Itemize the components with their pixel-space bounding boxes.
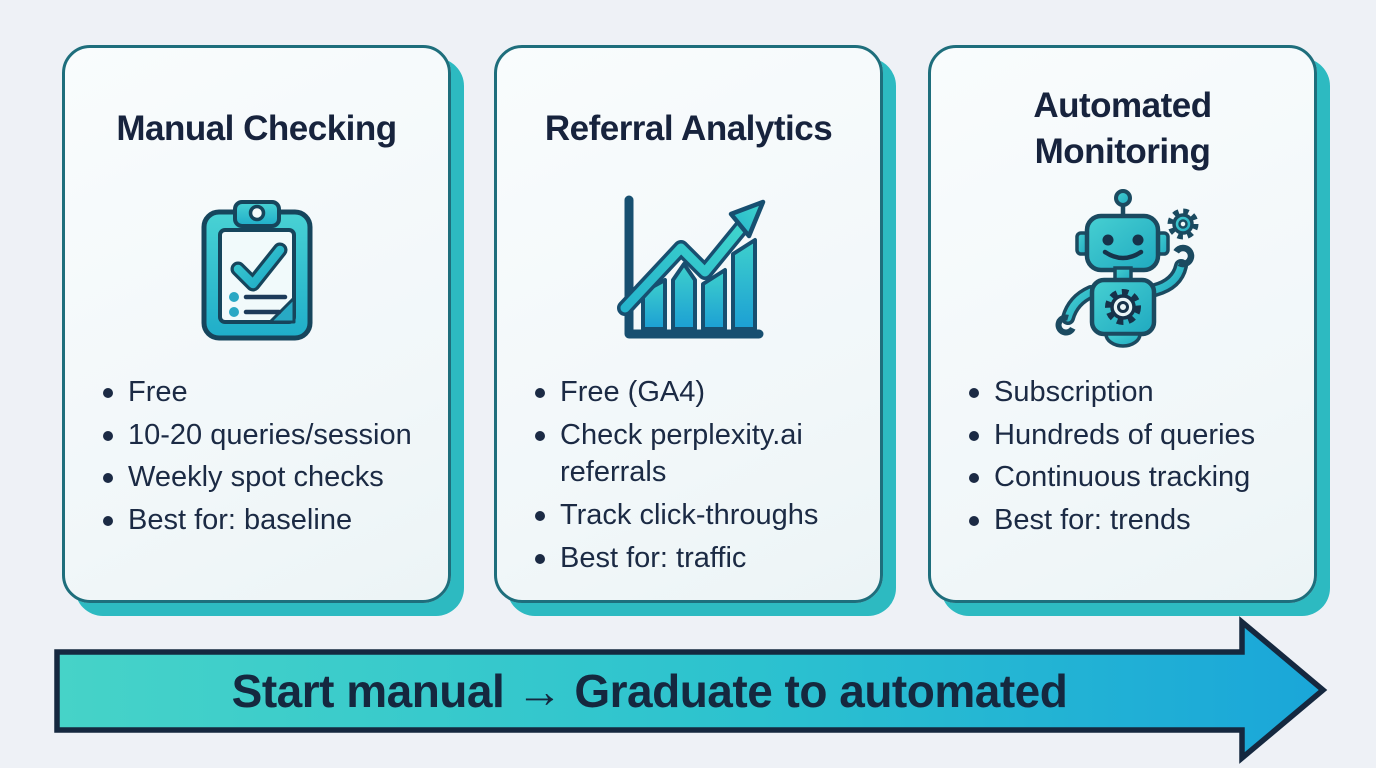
feature-list: Free (GA4) Check perplexity.ai referrals… — [497, 374, 880, 577]
gear-icon — [1167, 208, 1198, 240]
list-item: Check perplexity.ai referrals — [533, 417, 858, 492]
progression-banner-label: Start manual → Graduate to automated — [231, 665, 1068, 717]
growth-chart-icon — [497, 182, 880, 354]
list-item: Hundreds of queries — [967, 417, 1292, 455]
card-title: Automated Monitoring — [1033, 85, 1212, 171]
list-item: Track click-throughs — [533, 497, 858, 535]
card-title: Manual Checking — [116, 108, 397, 148]
feature-list: Free 10-20 queries/session Weekly spot c… — [65, 374, 448, 540]
card-title: Referral Analytics — [544, 108, 833, 148]
list-item: Free (GA4) — [533, 374, 858, 412]
list-item: Free — [101, 374, 426, 412]
list-item: Best for: traffic — [533, 540, 858, 578]
feature-list: Subscription Hundreds of queries Continu… — [931, 374, 1314, 540]
card-referral-analytics: Referral Analytics Free (GA4) Check perp… — [494, 45, 883, 603]
list-item: Weekly spot checks — [101, 459, 426, 497]
card-manual-checking: Manual Checking Free 10- — [62, 45, 451, 603]
list-item: Best for: baseline — [101, 502, 426, 540]
robot-icon — [931, 182, 1314, 354]
clipboard-check-icon — [65, 182, 448, 354]
list-item: Continuous tracking — [967, 459, 1292, 497]
progression-arrow — [54, 616, 1328, 764]
gear-icon — [1104, 289, 1141, 325]
list-item: 10-20 queries/session — [101, 417, 426, 455]
card-automated-monitoring: Automated Monitoring — [928, 45, 1317, 603]
list-item: Subscription — [967, 374, 1292, 412]
list-item: Best for: trends — [967, 502, 1292, 540]
